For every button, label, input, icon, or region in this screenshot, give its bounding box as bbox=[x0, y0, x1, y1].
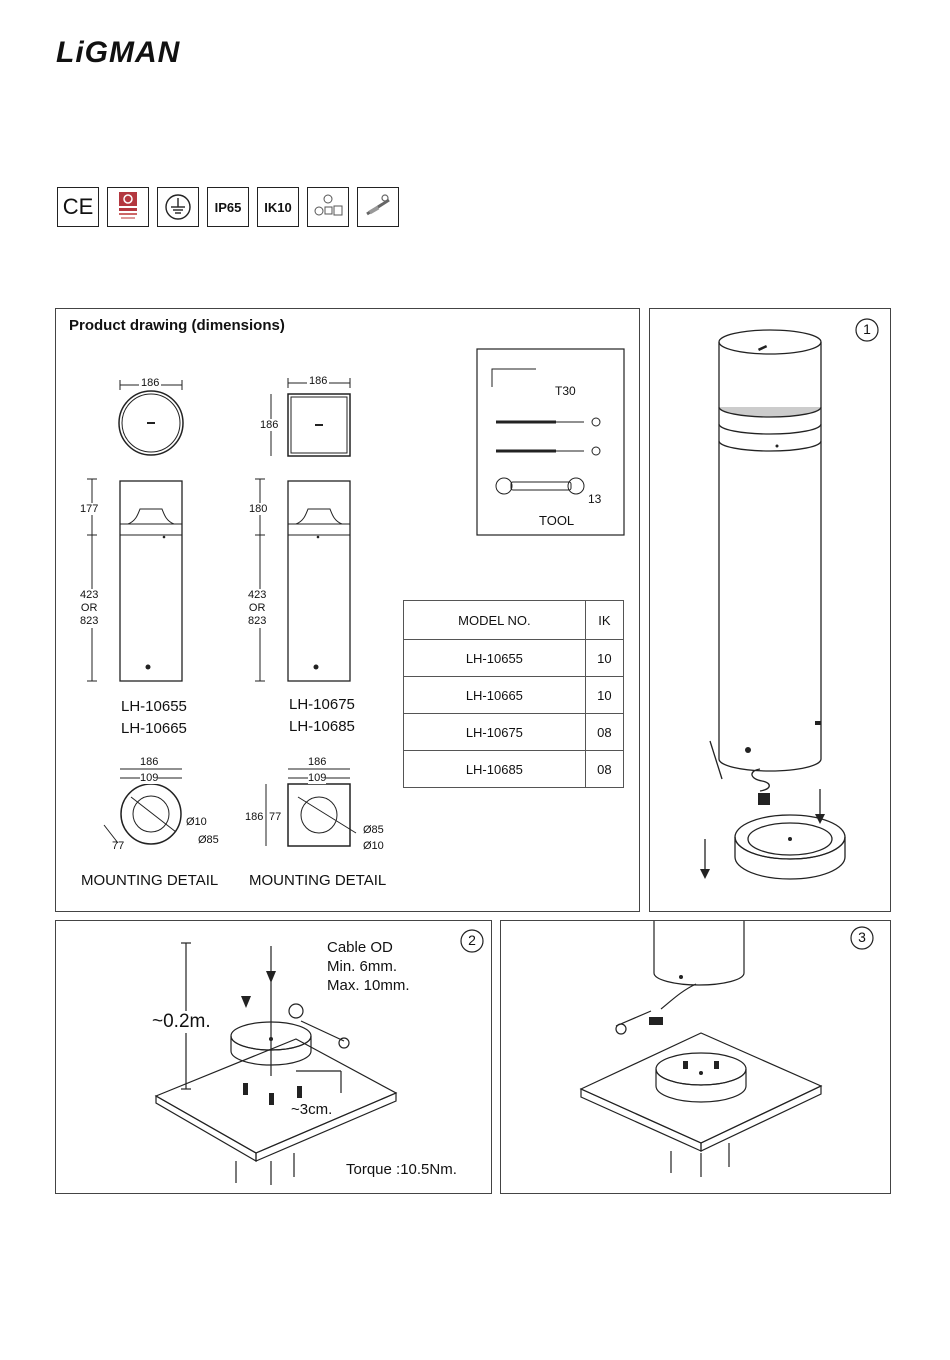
round-mount-outer: 186 bbox=[140, 756, 159, 768]
square-top-depth: 186 bbox=[260, 419, 279, 431]
square-mount-outer: 186 bbox=[308, 756, 327, 768]
round-mount-label: MOUNTING DETAIL bbox=[81, 872, 219, 889]
model-ik-table: MODEL NO. IK LH-10655 10 LH-10665 10 LH-… bbox=[403, 600, 625, 788]
product-drawing-panel: Product drawing (dimensions) bbox=[55, 308, 640, 912]
square-body-height-2: OR bbox=[248, 602, 266, 614]
round-models: LH-10655 LH-10665 bbox=[121, 696, 187, 740]
table-cell-ik: 10 bbox=[584, 676, 625, 714]
table-row: LH-10685 08 bbox=[403, 750, 625, 788]
cable-spec: Cable OD Min. 6mm. Max. 10mm. bbox=[327, 938, 410, 995]
round-mount-center: Ø85 bbox=[198, 834, 219, 846]
round-model-2: LH-10665 bbox=[121, 720, 187, 737]
square-mount-inner: 109 bbox=[308, 772, 327, 784]
tool-hex-size: T30 bbox=[555, 384, 576, 398]
table-row: LH-10665 10 bbox=[403, 676, 625, 714]
square-mount-center: Ø85 bbox=[363, 824, 384, 836]
square-model-2: LH-10685 bbox=[289, 718, 355, 735]
step3-panel: 3 bbox=[500, 920, 891, 1194]
table-row: LH-10675 08 bbox=[403, 713, 625, 751]
table-header-model: MODEL NO. bbox=[403, 600, 586, 640]
round-head-height: 177 bbox=[80, 503, 99, 515]
round-mount-hole: Ø10 bbox=[186, 816, 207, 828]
table-row: LH-10655 10 bbox=[403, 639, 625, 677]
round-body-height-3: 823 bbox=[80, 615, 99, 627]
ip-label: IP65 bbox=[214, 199, 242, 215]
quality-mark-icon bbox=[107, 187, 149, 227]
round-mount-offset: 77 bbox=[112, 840, 125, 852]
round-body-height-2: OR bbox=[80, 602, 98, 614]
square-models: LH-10675 LH-10685 bbox=[289, 694, 355, 738]
ik-label: IK10 bbox=[264, 199, 292, 215]
square-mount-offset: 77 bbox=[269, 811, 282, 823]
square-mount-label: MOUNTING DETAIL bbox=[249, 872, 387, 889]
step3-illustration bbox=[579, 921, 874, 1177]
earth-ground-icon bbox=[157, 187, 199, 227]
step3-number: 3 bbox=[858, 929, 866, 945]
table-header-ik: IK bbox=[584, 600, 625, 640]
square-top-width: 186 bbox=[307, 375, 330, 387]
ik-rating-icon: IK10 bbox=[257, 187, 299, 227]
round-top-width: 186 bbox=[139, 377, 162, 389]
step1-number: 1 bbox=[863, 321, 871, 337]
height-label: ~0.2m. bbox=[152, 1011, 211, 1033]
table-cell-model: LH-10655 bbox=[403, 639, 586, 677]
square-model-1: LH-10675 bbox=[289, 696, 355, 713]
square-body-height-1: 423 bbox=[248, 589, 267, 601]
ip-rating-icon: IP65 bbox=[207, 187, 249, 227]
table-cell-model: LH-10675 bbox=[403, 713, 586, 751]
square-mount-side: 186 bbox=[245, 811, 264, 823]
table-cell-model: LH-10685 bbox=[403, 750, 586, 788]
brand-logo: LiGMAN bbox=[56, 36, 181, 69]
cable-spec-line3: Max. 10mm. bbox=[327, 977, 410, 994]
round-mount-inner: 109 bbox=[140, 772, 159, 784]
depth-label: ~3cm. bbox=[291, 1101, 333, 1118]
table-cell-ik: 08 bbox=[584, 750, 625, 788]
torque-label: Torque :10.5Nm. bbox=[346, 1161, 457, 1178]
round-model-1: LH-10655 bbox=[121, 698, 187, 715]
square-head-height: 180 bbox=[249, 503, 268, 515]
table-cell-ik: 10 bbox=[584, 639, 625, 677]
square-body-height-3: 823 bbox=[248, 615, 267, 627]
table-cell-model: LH-10665 bbox=[403, 676, 586, 714]
table-cell-ik: 08 bbox=[584, 713, 625, 751]
step2-panel: Cable OD Min. 6mm. Max. 10mm. ~0.2m. ~3c… bbox=[55, 920, 492, 1194]
tools-icon bbox=[357, 187, 399, 227]
tool-wrench-size: 13 bbox=[588, 492, 602, 506]
square-body-height: 423 OR 823 bbox=[248, 589, 267, 628]
step1-illustration bbox=[700, 318, 879, 880]
step2-illustration bbox=[154, 929, 484, 1185]
step1-panel: 1 bbox=[649, 308, 891, 912]
instruction-icon bbox=[307, 187, 349, 227]
ce-label: CE bbox=[62, 194, 94, 219]
ce-mark-icon: CE bbox=[57, 187, 99, 227]
cable-spec-line2: Min. 6mm. bbox=[327, 958, 398, 975]
round-body-height-1: 423 bbox=[80, 589, 99, 601]
square-mount-hole: Ø10 bbox=[363, 840, 384, 852]
tool-label: TOOL bbox=[539, 513, 575, 528]
panel-title: Product drawing (dimensions) bbox=[69, 317, 285, 334]
cable-spec-line1: Cable OD bbox=[327, 939, 393, 956]
round-body-height: 423 OR 823 bbox=[80, 589, 99, 628]
table-header-row: MODEL NO. IK bbox=[403, 600, 625, 640]
step2-number: 2 bbox=[468, 932, 476, 948]
